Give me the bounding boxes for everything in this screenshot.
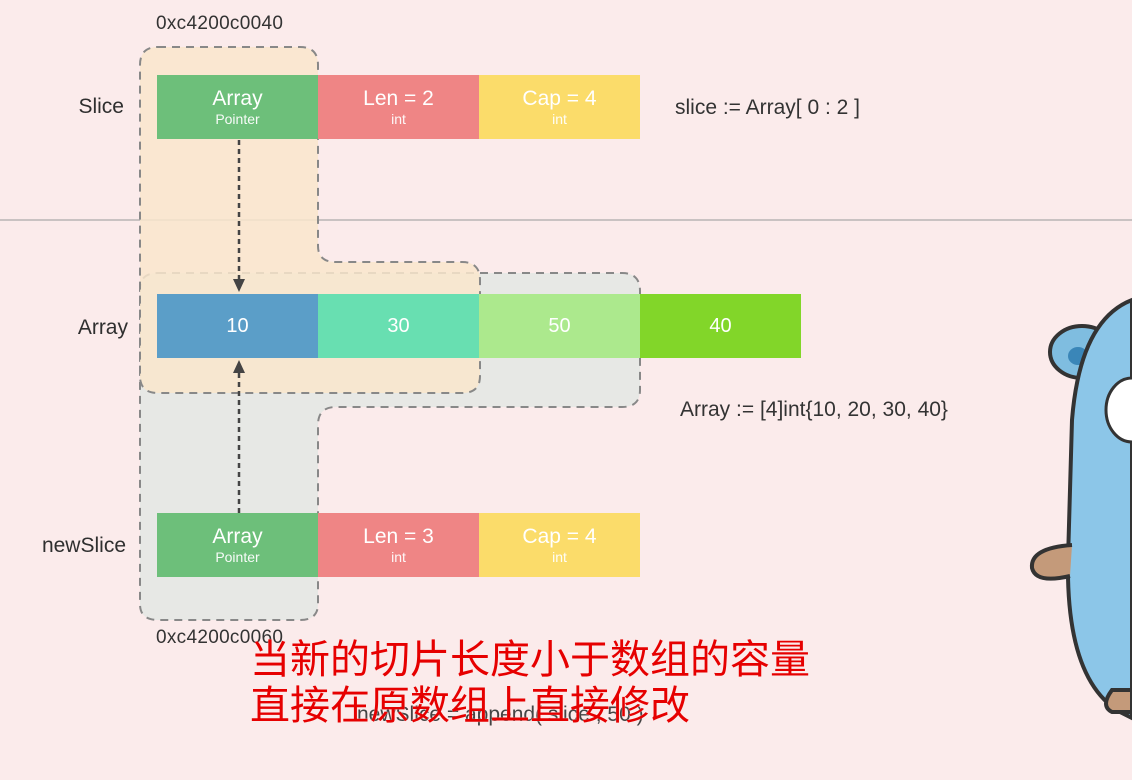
slice-len-type: int	[391, 111, 406, 127]
array-cell-3: 40	[640, 294, 801, 358]
section-divider	[0, 219, 1132, 221]
array-cell-1: 30	[318, 294, 479, 358]
slice-cap-type: int	[552, 111, 567, 127]
caption-line-1: 当新的切片长度小于数组的容量	[250, 637, 810, 683]
new-slice-cap-label: Cap = 4	[522, 525, 597, 548]
label-slice: Slice	[78, 95, 124, 118]
address-top: 0xc4200c0040	[156, 13, 284, 34]
new-slice-len-cell: Len = 3 int	[318, 513, 479, 577]
new-slice-len-type: int	[391, 549, 406, 565]
caption-line-2: 直接在原数组上直接修改	[250, 683, 690, 729]
slice-len-label: Len = 2	[363, 87, 434, 110]
new-slice-pointer-label: Array	[212, 525, 263, 548]
address-bottom: 0xc4200c0060	[156, 627, 284, 648]
code-array-expr: Array := [4]int{10, 20, 30, 40}	[680, 398, 948, 421]
slice-pointer-type: Pointer	[215, 111, 260, 127]
new-slice-pointer-type: Pointer	[215, 549, 260, 565]
code-slice-expr: slice := Array[ 0 : 2 ]	[675, 96, 860, 119]
code-append-expr: newSlice = append( slice , 50 )	[357, 703, 644, 726]
new-slice-cap-cell: Cap = 4 int	[479, 513, 640, 577]
slice-len-cell: Len = 2 int	[318, 75, 479, 139]
new-slice-pointer-cell: Array Pointer	[157, 513, 318, 577]
new-slice-pointer-arrowhead	[233, 360, 245, 373]
array-cell-2: 50	[479, 294, 640, 358]
slice-pointer-cell: Array Pointer	[157, 75, 318, 139]
label-array: Array	[77, 316, 128, 339]
slice-cap-cell: Cap = 4 int	[479, 75, 640, 139]
new-slice-len-label: Len = 3	[363, 525, 434, 548]
slice-cap-label: Cap = 4	[522, 87, 597, 110]
slice-pointer-arrowhead	[233, 279, 245, 292]
label-new-slice: newSlice	[41, 534, 126, 557]
new-slice-cap-type: int	[552, 549, 567, 565]
array-cell-0: 10	[157, 294, 318, 358]
slice-pointer-label: Array	[212, 87, 263, 110]
